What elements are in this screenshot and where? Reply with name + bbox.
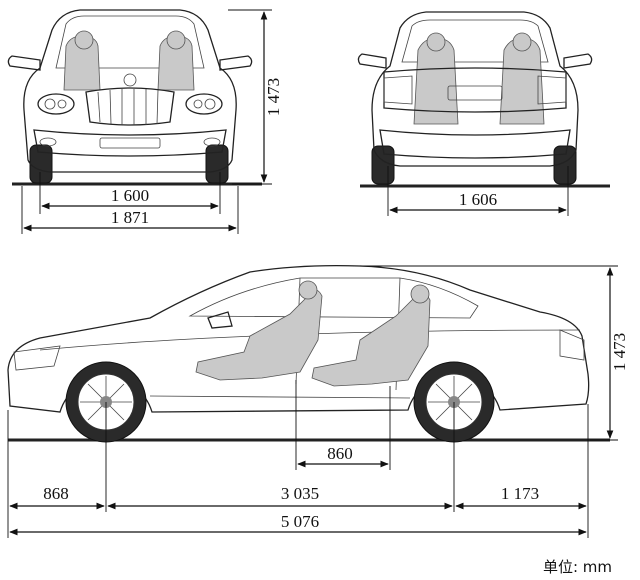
rear-body-outline xyxy=(371,11,579,167)
rear-left-taillight xyxy=(383,75,413,105)
seat-spacing-label: 860 xyxy=(327,444,353,463)
rear-bumper xyxy=(379,129,571,159)
side-mirror xyxy=(207,311,233,329)
rear-view: 1 606 xyxy=(357,11,610,216)
front-left-tire xyxy=(29,144,53,184)
side-taillight xyxy=(559,329,585,361)
front-overhang-label: 868 xyxy=(43,484,69,503)
front-bumper xyxy=(33,129,227,157)
rear-left-head xyxy=(426,32,446,52)
front-license-plate xyxy=(99,137,161,149)
driver-head xyxy=(298,280,318,300)
front-overall-width-label: 1 871 xyxy=(111,208,149,227)
rear-license-plate xyxy=(447,85,503,101)
rear-passenger-head xyxy=(410,284,430,304)
front-left-head xyxy=(74,30,94,50)
front-view: 1 473 1 600 1 871 xyxy=(7,9,283,234)
rear-left-mirror xyxy=(357,53,387,69)
rear-right-mirror xyxy=(563,53,593,69)
rear-overhang-label: 1 173 xyxy=(501,484,539,503)
grille-slats xyxy=(97,89,159,125)
wheelbase-label: 3 035 xyxy=(281,484,319,503)
front-right-headlight xyxy=(185,93,223,115)
side-sill xyxy=(149,395,411,399)
front-right-head xyxy=(166,30,186,50)
front-right-mirror xyxy=(219,55,253,71)
front-star-emblem xyxy=(123,73,137,87)
side-view: 1 473 860 868 3 035 1 173 5 076 xyxy=(7,264,629,538)
front-right-tire xyxy=(205,144,229,184)
overall-length-label: 5 076 xyxy=(281,512,319,531)
rear-right-taillight xyxy=(537,75,567,105)
rear-right-head xyxy=(512,32,532,52)
front-track-label: 1 600 xyxy=(111,186,149,205)
rear-trunk-lid xyxy=(383,67,567,113)
side-headlight xyxy=(13,345,61,371)
side-window-frame xyxy=(188,277,479,319)
rear-passenger-occupant xyxy=(311,293,431,387)
front-left-mirror xyxy=(7,55,41,71)
front-height-label: 1 473 xyxy=(264,78,283,116)
rear-track-label: 1 606 xyxy=(459,190,497,209)
front-windshield xyxy=(55,15,205,69)
front-left-headlight xyxy=(37,93,75,115)
side-height-label: 1 473 xyxy=(610,333,629,371)
unit-label: 单位: mm xyxy=(543,558,612,576)
rear-window xyxy=(401,19,549,63)
front-grille xyxy=(85,87,175,126)
